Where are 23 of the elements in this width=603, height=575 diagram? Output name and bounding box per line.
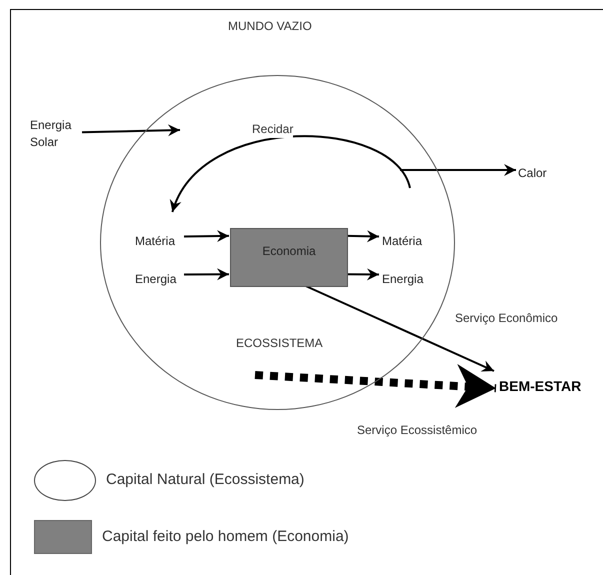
arrow xyxy=(346,268,380,280)
node-label: BEM-ESTAR xyxy=(498,377,582,396)
node-label: Calor xyxy=(518,166,547,180)
arrow xyxy=(184,230,230,242)
arrow xyxy=(305,285,494,372)
node-label: Matéria xyxy=(382,234,422,248)
curved-arrow xyxy=(171,135,411,212)
node-label: Energia Solar xyxy=(30,117,72,151)
node-label: Energia xyxy=(135,272,176,286)
legend-text: Capital feito pelo homem (Economia) xyxy=(102,526,349,547)
arrow xyxy=(82,124,180,136)
dotted-arrow xyxy=(254,364,496,408)
economy-box xyxy=(230,228,348,287)
node-label: Matéria xyxy=(135,234,176,248)
region-label: ECOSSISTEMA xyxy=(236,335,323,352)
node-label: Energia xyxy=(382,272,424,286)
ecosystem-circle xyxy=(100,75,455,410)
arrow xyxy=(400,164,516,176)
arrow xyxy=(184,268,229,280)
arrow xyxy=(346,230,380,242)
legend-text: Capital Natural (Ecossistema) xyxy=(106,470,304,490)
node-label: Economia xyxy=(262,243,316,260)
diagram-title: MUNDO VAZIO xyxy=(228,18,312,35)
